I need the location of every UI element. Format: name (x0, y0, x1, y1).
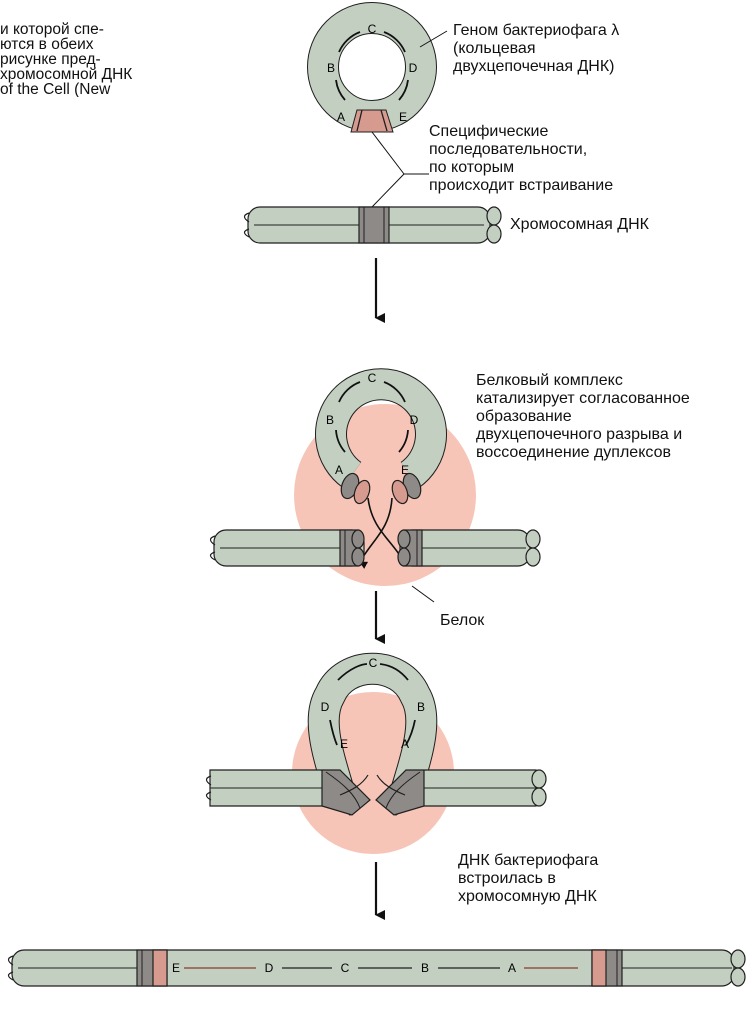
caption-fragment: и которой спе- ются в обеих рисунке пред… (0, 22, 172, 97)
gene-b-label: B (326, 413, 334, 427)
protein-label: Белок (440, 612, 484, 630)
gene-b-label: B (327, 61, 335, 75)
gene-a-label: A (335, 463, 343, 477)
specific-site-leaders (372, 132, 429, 207)
gene-a-label: A (401, 737, 409, 751)
linear-gene-d: D (265, 961, 274, 975)
gene-e-label: E (340, 737, 348, 751)
linear-gene-b: B (421, 961, 429, 975)
gene-b-label: B (417, 700, 425, 714)
gene-d-label: D (409, 61, 418, 75)
integrated-dna-label: ДНК бактериофага встроилась в хромосомну… (458, 852, 598, 906)
chromosomal-dna-right-stage2 (398, 530, 540, 566)
phage-genome-ring: C B D A E (323, 18, 421, 132)
linear-gene-e: E (172, 961, 180, 975)
protein-complex-label: Белковый комплекс катализирует согласова… (476, 372, 690, 462)
chromosomal-dna-left-stage2 (211, 530, 365, 566)
gene-e-label: E (399, 110, 407, 124)
gene-c-label: C (368, 22, 377, 36)
chromosomal-dna-stage1 (245, 207, 502, 243)
gene-d-label: D (321, 700, 330, 714)
linear-gene-c: C (341, 961, 350, 975)
linear-gene-a: A (508, 961, 516, 975)
integrated-chromosomal-dna: E D C B A (9, 950, 746, 986)
gene-a-label: A (337, 110, 345, 124)
genome-label: Геном бактериофага λ (кольцевая двухцепо… (453, 22, 619, 76)
gene-c-label: C (368, 371, 377, 385)
specific-sequences-label: Специфические последовательности, по кот… (429, 123, 613, 195)
gene-d-label: D (410, 413, 419, 427)
chromosomal-dna-label: Хромосомная ДНК (510, 216, 649, 234)
gene-c-label: C (369, 656, 378, 670)
protein-leader-line (412, 586, 434, 602)
